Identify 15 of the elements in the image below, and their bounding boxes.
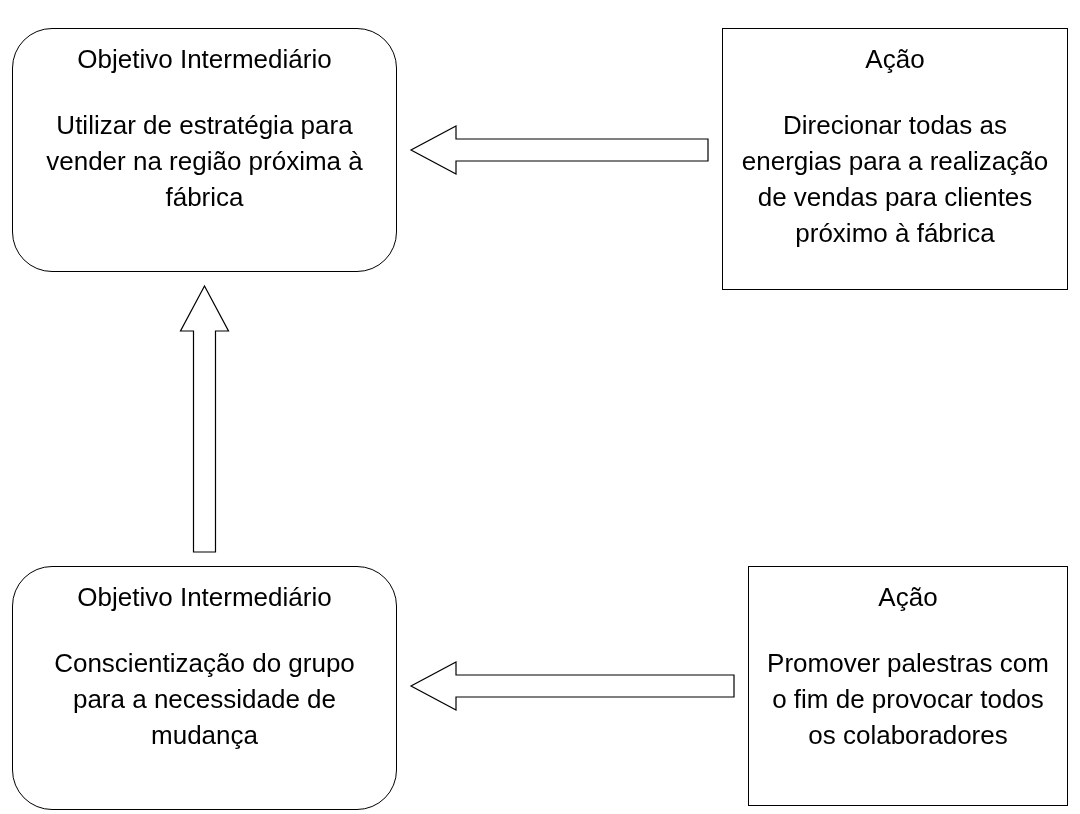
action-box: [722, 28, 1068, 290]
box-heading: Objetivo Intermediário: [77, 581, 332, 614]
block-arrow: [409, 661, 735, 711]
action-box: [748, 566, 1068, 806]
box-text: Conscientização do grupo para a necessidade de mudança: [53, 647, 356, 752]
box-heading: Ação: [865, 43, 925, 76]
box-text: Direcionar todas as energias para a realização de vendas para clientes próximo à fábrica: [740, 109, 1050, 250]
objective-box: [12, 566, 397, 810]
box-text: Utilizar de estratégia para vender na região próxima à fábrica: [45, 109, 364, 214]
box-heading: Ação: [878, 581, 938, 614]
box-text: Promover palestras com o fim de provocar todos os colaboradores: [766, 647, 1050, 752]
block-arrow: [179, 284, 230, 553]
objective-box: [12, 28, 397, 272]
box-heading: Objetivo Intermediário: [77, 43, 332, 76]
block-arrow: [409, 125, 709, 175]
